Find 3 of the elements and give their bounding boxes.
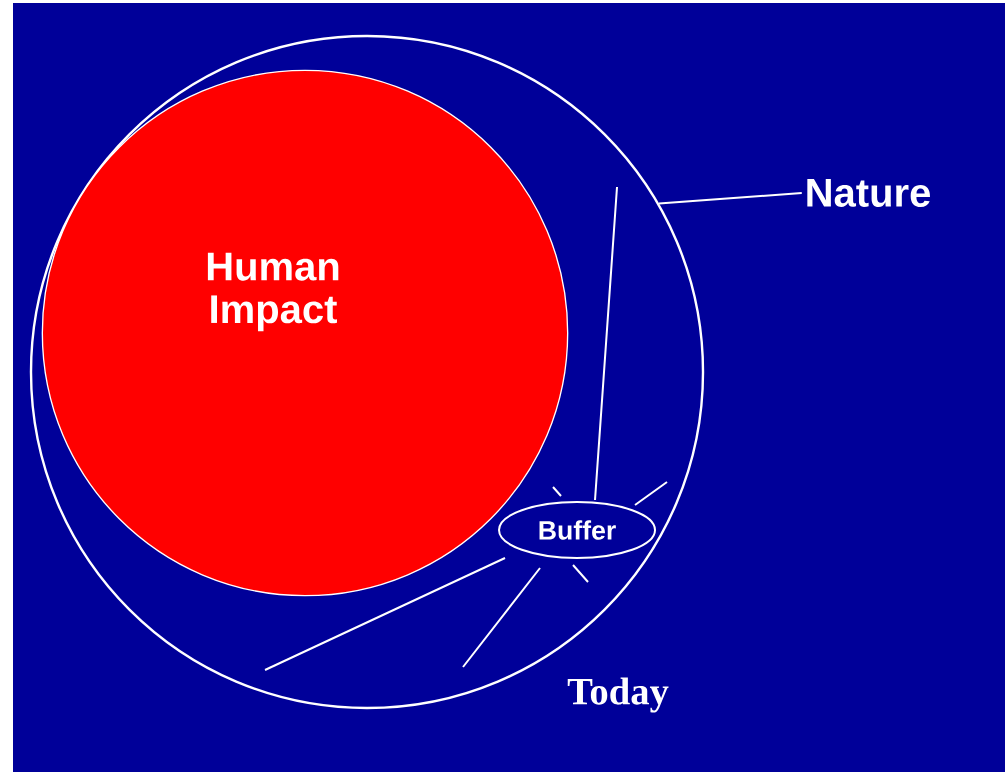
- label-text: Nature: [807, 179, 930, 207]
- caption-text: Today: [567, 677, 669, 713]
- leader-line: [658, 192, 803, 205]
